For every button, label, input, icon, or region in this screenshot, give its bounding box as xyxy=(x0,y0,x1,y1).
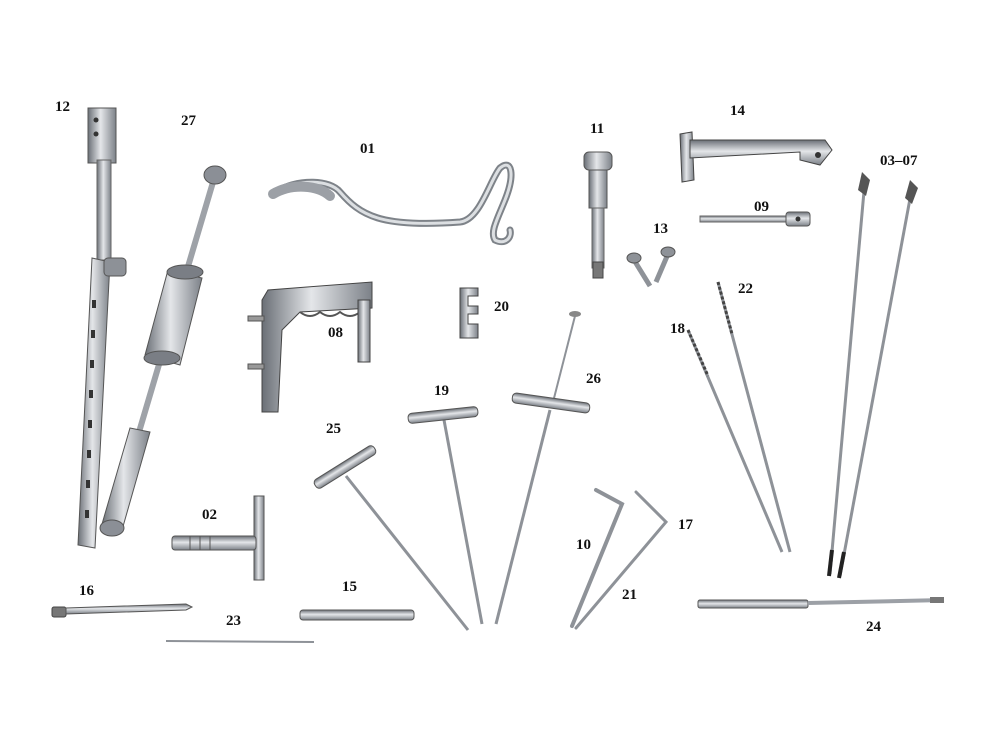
label-22: 22 xyxy=(738,281,753,297)
label-19: 19 xyxy=(434,383,449,399)
label-03-07: 03–07 xyxy=(880,153,918,169)
label-01: 01 xyxy=(360,141,375,157)
instrument-03-07-pins xyxy=(827,172,918,579)
instrument-12-slotted-bar xyxy=(77,107,127,549)
label-16: 16 xyxy=(79,583,94,599)
label-11: 11 xyxy=(590,121,605,137)
instrument-18-drill xyxy=(686,329,784,553)
instrument-22-drill xyxy=(716,281,792,553)
label-24: 24 xyxy=(866,619,881,635)
instrument-23-wire xyxy=(165,640,315,643)
label-15: 15 xyxy=(342,579,357,595)
label-25: 25 xyxy=(326,421,341,437)
label-20: 20 xyxy=(494,299,509,315)
instrument-08-guide-block xyxy=(247,281,373,413)
instrument-16-pin xyxy=(51,603,194,618)
instrument-25-t-handle xyxy=(313,445,470,631)
instrument-15-rod xyxy=(299,609,415,621)
label-08: 08 xyxy=(328,325,343,341)
label-13: 13 xyxy=(653,221,668,237)
instrument-02-t-wrench xyxy=(171,495,265,581)
label-12: 12 xyxy=(55,99,70,115)
instrument-01-retractor xyxy=(268,161,515,246)
instrument-21-l-wrench xyxy=(574,490,669,630)
instrument-10-l-wrench xyxy=(570,488,625,628)
label-26: 26 xyxy=(586,371,601,387)
instrument-19-t-handle xyxy=(407,406,484,625)
instrument-11-post xyxy=(583,151,613,279)
instrument-26-t-handle xyxy=(494,311,591,625)
instrument-20-clip xyxy=(459,287,479,339)
label-14: 14 xyxy=(730,103,745,119)
instrument-13-screws xyxy=(626,246,676,288)
label-18: 18 xyxy=(670,321,685,337)
instrument-27-slide-hammer xyxy=(99,165,227,537)
instrument-09-rod xyxy=(699,211,811,227)
label-17: 17 xyxy=(678,517,693,533)
instrument-14-bracket xyxy=(679,131,833,183)
label-10: 10 xyxy=(576,537,591,553)
label-23: 23 xyxy=(226,613,241,629)
label-09: 09 xyxy=(754,199,769,215)
label-27: 27 xyxy=(181,113,196,129)
label-21: 21 xyxy=(622,587,637,603)
label-02: 02 xyxy=(202,507,217,523)
instrument-24-rod xyxy=(697,597,945,609)
